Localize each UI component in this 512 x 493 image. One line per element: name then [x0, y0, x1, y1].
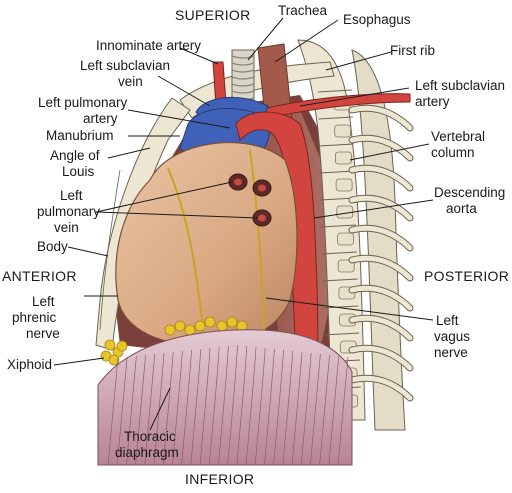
diaphragm-fiber [337, 356, 349, 466]
fat-globule [116, 340, 128, 352]
diaphragm-fiber [135, 354, 146, 466]
vertebra [337, 232, 354, 246]
diaphragm-fiber [300, 352, 312, 466]
label-trachea: Trachea [278, 3, 328, 18]
vertebra [335, 178, 353, 192]
label-left-vagus-nerve: Left vagus nerve [434, 313, 474, 360]
diaphragm-fiber [328, 355, 340, 466]
thoracic-diaphragm [97, 329, 353, 466]
diaphragm-fiber [190, 348, 202, 466]
label-first-rib: First rib [390, 43, 435, 58]
diaphragm-fiber [199, 347, 211, 466]
vertebra-line [318, 116, 353, 120]
rib-fill [349, 375, 413, 401]
trachea-ring [231, 69, 255, 73]
posterior-ribs [348, 104, 414, 402]
vertebra [334, 151, 352, 165]
diaphragm-fiber [126, 355, 137, 466]
left-pulmonary-vein [228, 173, 272, 227]
diaphragm-fiber [319, 354, 330, 466]
rib-fill [349, 315, 413, 341]
diaphragm-fiber [291, 351, 303, 466]
rib-fill [349, 255, 413, 281]
fat-globule [104, 339, 116, 351]
diaphragm-fiber [254, 347, 266, 466]
vertebra [334, 124, 352, 138]
vertebra-line [323, 332, 360, 336]
label-innominate-artery: Innominate artery [96, 38, 201, 53]
trachea-ring [231, 55, 255, 59]
trachea-ring [231, 76, 255, 80]
fat-globule [216, 320, 228, 332]
diaphragm-fiber [116, 356, 128, 466]
label-esophagus: Esophagus [343, 12, 411, 27]
left-subclavian-artery [257, 93, 411, 121]
label-left-pulmonary-vein: Left pulmonary vein [37, 188, 104, 235]
diaphragm-fiber [172, 350, 183, 466]
vertebra-line [319, 143, 354, 147]
diaphragm-fiber [162, 351, 174, 466]
direction-anterior: ANTERIOR [2, 268, 77, 284]
diaphragm-fiber [107, 357, 119, 466]
rib-fill [349, 135, 413, 161]
rib-fill [349, 345, 413, 371]
rib-fill [349, 195, 413, 221]
direction-superior: SUPERIOR [175, 7, 251, 23]
diaphragm-fiber [218, 345, 229, 466]
vertebra-line [317, 89, 353, 93]
fat-globule [184, 324, 196, 336]
label-left-subclavian-vein: Left subclavian vein [80, 58, 174, 89]
label-vertebral-column: Vertebral column [431, 129, 489, 160]
trachea-ring [231, 83, 255, 87]
fat-globule [194, 320, 206, 332]
diaphragm-fiber [310, 353, 321, 466]
diaphragm-fiber [264, 348, 275, 466]
vertebra-line [322, 305, 359, 309]
fat-globule [164, 324, 176, 336]
vertebra-line [321, 251, 357, 255]
rib-fill [349, 225, 413, 251]
diaphragm-fiber [227, 344, 238, 466]
diaphragm-fiber [144, 353, 156, 466]
label-xiphoid: Xiphoid [7, 357, 52, 372]
label-body: Body [37, 239, 68, 254]
rib-fill [349, 105, 413, 131]
direction-posterior: POSTERIOR [424, 268, 509, 284]
diaphragm-fiber [153, 352, 165, 466]
diaphragm-fiber [208, 346, 220, 466]
trachea-ring [231, 90, 255, 94]
label-manubrium: Manubrium [46, 128, 114, 143]
vertebra-line [319, 170, 355, 174]
label-angle-of-louis: Angle of Louis [50, 148, 103, 179]
rib-fill [349, 165, 413, 191]
fat-globule [108, 354, 120, 366]
vertebra-line [322, 278, 358, 282]
vertebral-column [297, 39, 406, 431]
label-left-pulmonary-artery: Left pulmonary artery [38, 95, 131, 126]
pericardial-fat [100, 316, 248, 366]
label-descending-aorta: Descending aorta [434, 185, 509, 216]
label-left-phrenic-nerve: Left phrenic nerve [12, 294, 60, 341]
diaphragm-fiber [282, 350, 294, 466]
fat-globule [174, 320, 186, 332]
vertebra-line [320, 224, 357, 228]
trachea-ring [231, 62, 255, 66]
diaphragm-fiber [236, 345, 248, 466]
fat-globule [204, 316, 216, 328]
label-thoracic-diaphragm: Thoracic diaphragm [115, 429, 180, 460]
fat-globule [226, 316, 238, 328]
heart [115, 142, 298, 346]
diaphragm-fiber [273, 349, 284, 466]
rib-fill [349, 285, 413, 311]
diaphragm-fiber [181, 349, 192, 466]
diaphragm-fiber [245, 346, 257, 466]
direction-inferior: INFERIOR [185, 471, 254, 487]
label-left-subclavian-artery: Left subclavian artery [415, 78, 509, 109]
leader-lines [53, 17, 434, 431]
